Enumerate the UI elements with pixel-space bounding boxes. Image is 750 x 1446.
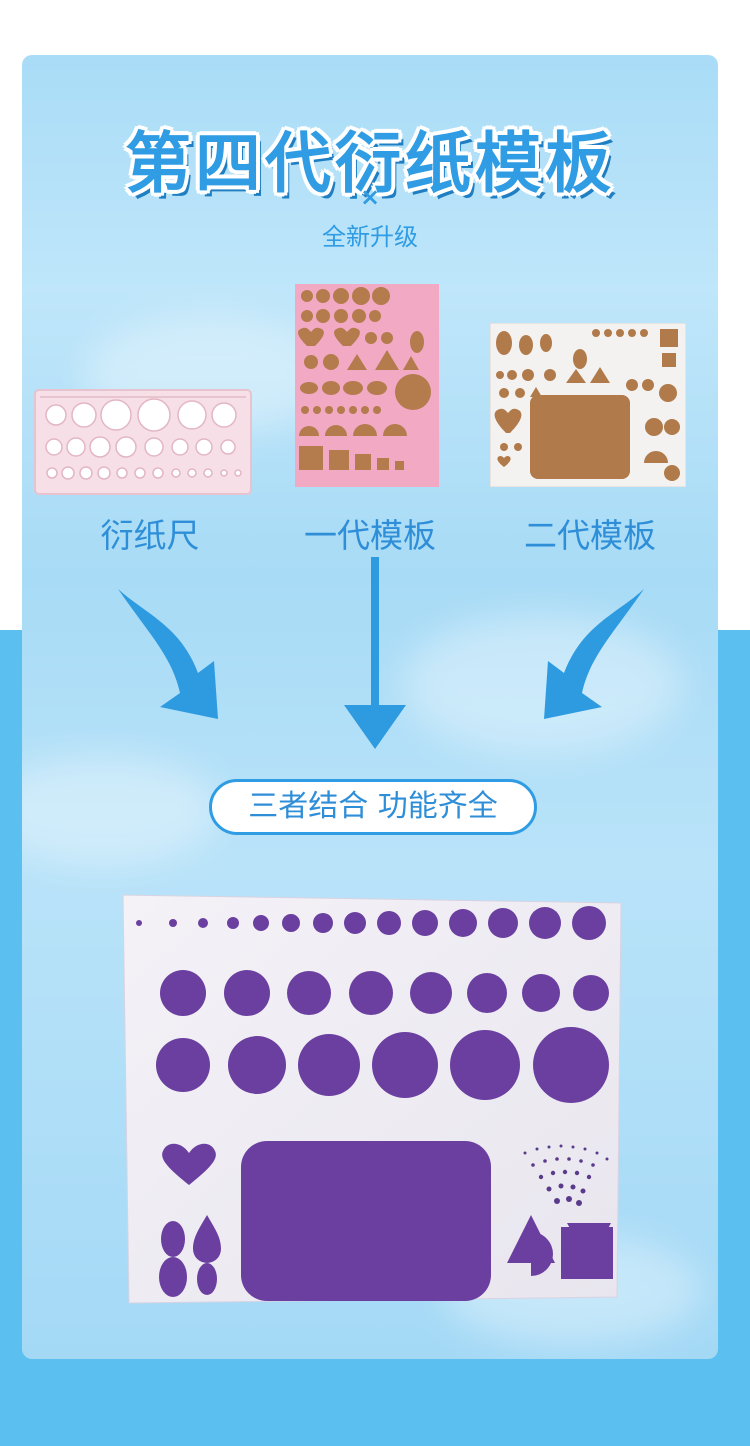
content-card: 第四代衍纸模板 × 全新升级 xyxy=(22,55,718,1359)
product-label-first-gen: 一代模板 xyxy=(304,516,436,555)
first-gen-template-image xyxy=(295,284,439,487)
arrow-center-icon xyxy=(344,557,406,749)
slogan-badge: 三者结合 功能齐全 xyxy=(209,779,537,835)
second-gen-template-image xyxy=(490,323,686,487)
fourth-gen-template-image xyxy=(121,893,623,1306)
product-label-ruler: 衍纸尺 xyxy=(100,516,200,555)
cross-symbol: × xyxy=(359,183,381,211)
product-label-second-gen: 二代模板 xyxy=(524,516,656,555)
subtitle: 全新升级 xyxy=(322,223,418,251)
page-title: 第四代衍纸模板 xyxy=(125,125,615,202)
quilling-ruler-image xyxy=(34,389,252,495)
arrow-left-icon xyxy=(118,589,218,719)
arrow-right-icon xyxy=(544,589,644,719)
